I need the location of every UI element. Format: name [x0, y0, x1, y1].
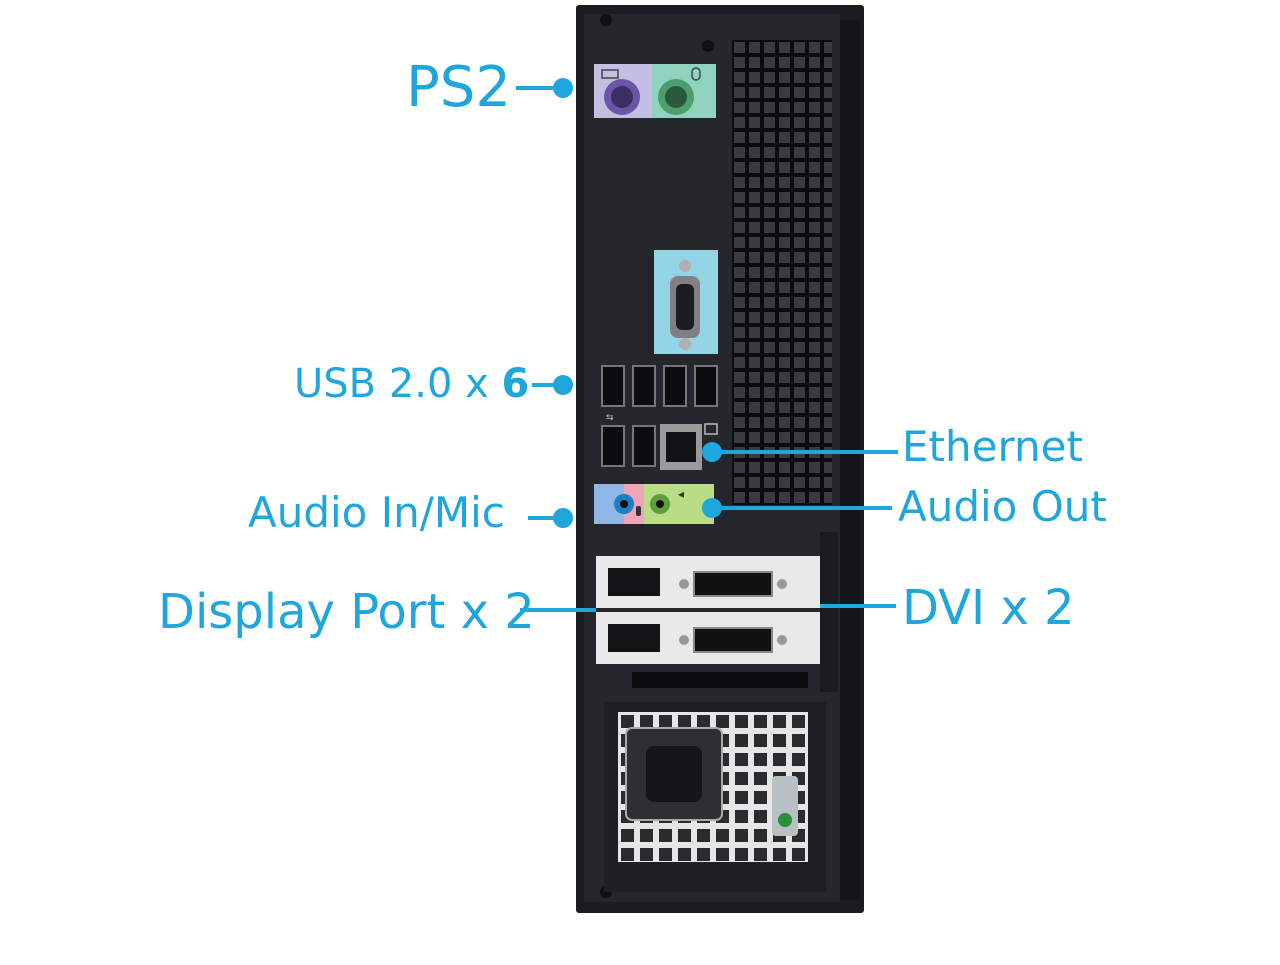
- graphics-card-brackets: [596, 532, 838, 692]
- label-displayport: Display Port x 2: [158, 584, 535, 640]
- label-usb-prefix: USB 2.0 x: [294, 361, 489, 407]
- label-dvi: DVI x 2: [902, 580, 1075, 636]
- label-ps2: PS2: [406, 55, 511, 120]
- label-audio-in: Audio In/Mic: [248, 488, 505, 537]
- ethernet-port: [660, 424, 702, 470]
- label-usb: USB 2.0 x 6: [294, 364, 529, 404]
- microphone-icon: [636, 506, 641, 516]
- usb-ports: [601, 365, 718, 467]
- callout-lines: [516, 78, 898, 612]
- slot-covers: [632, 672, 808, 688]
- keyboard-icon: [601, 69, 619, 79]
- label-ethernet: Ethernet: [902, 422, 1083, 471]
- network-icon: [704, 423, 718, 435]
- svg-text:⇆: ⇆: [606, 413, 614, 423]
- serial-port: [654, 250, 718, 354]
- mouse-icon: [691, 67, 701, 81]
- ps2-ports: [594, 64, 716, 118]
- usb-icon: ⇆: [606, 413, 614, 423]
- vent-grille: [732, 40, 832, 505]
- svg-text:◂: ◂: [678, 487, 684, 501]
- power-supply: [604, 702, 826, 892]
- label-usb-count: 6: [501, 361, 530, 407]
- speaker-icon: ◂: [678, 487, 684, 501]
- label-audio-out: Audio Out: [898, 482, 1107, 531]
- audio-jacks: [594, 484, 714, 524]
